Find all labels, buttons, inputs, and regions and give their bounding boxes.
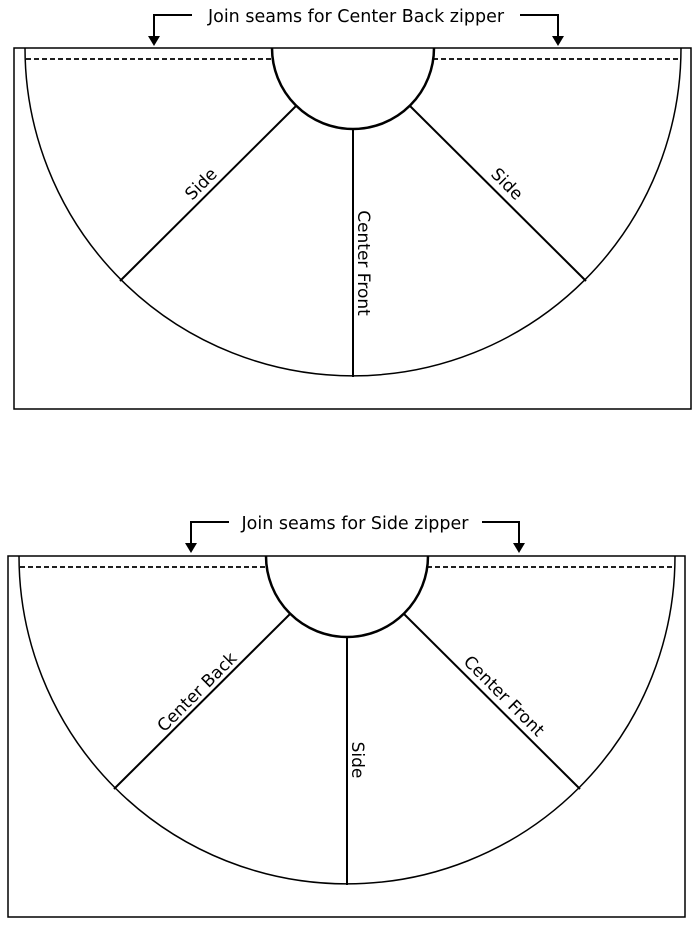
waist-arc xyxy=(270,47,436,131)
callout-arrow-left xyxy=(153,14,192,38)
panel-label-center: Center Front xyxy=(353,210,373,316)
panel-label-right: Center Front xyxy=(459,652,548,741)
diagram-title: Join seams for Side zipper xyxy=(241,514,470,534)
callout-arrow-left xyxy=(190,521,229,545)
arrow-right-head-icon xyxy=(552,36,564,46)
fabric-rectangle xyxy=(13,47,692,410)
callout-arrow-right xyxy=(520,14,559,38)
callout-arrow-right xyxy=(482,521,520,545)
join-seams-callout: Join seams for Center Back zipper xyxy=(148,7,564,46)
panel-seam-right xyxy=(403,613,581,790)
arrow-left-head-icon xyxy=(148,36,160,46)
panel-seam-left xyxy=(113,613,291,790)
panel-label-right: Side xyxy=(486,164,526,204)
panel-seam-right xyxy=(409,105,587,282)
fabric-rectangle xyxy=(7,555,686,918)
arrow-left-head-icon xyxy=(185,543,197,553)
panel-seam-left xyxy=(119,105,297,282)
panel-label-left: Side xyxy=(181,164,221,204)
waist-arc xyxy=(264,555,430,639)
join-seams-callout: Join seams for Side zipper xyxy=(185,514,525,553)
panel-label-left: Center Back xyxy=(154,649,242,737)
panel-label-center: Side xyxy=(347,742,367,779)
arrow-right-head-icon xyxy=(513,543,525,553)
diagram-title: Join seams for Center Back zipper xyxy=(207,7,505,27)
diagram-side-zipper: Join seams for Side zipper Center Back S… xyxy=(7,514,686,918)
diagram-center-back-zipper: Join seams for Center Back zipper Side C… xyxy=(13,7,692,410)
